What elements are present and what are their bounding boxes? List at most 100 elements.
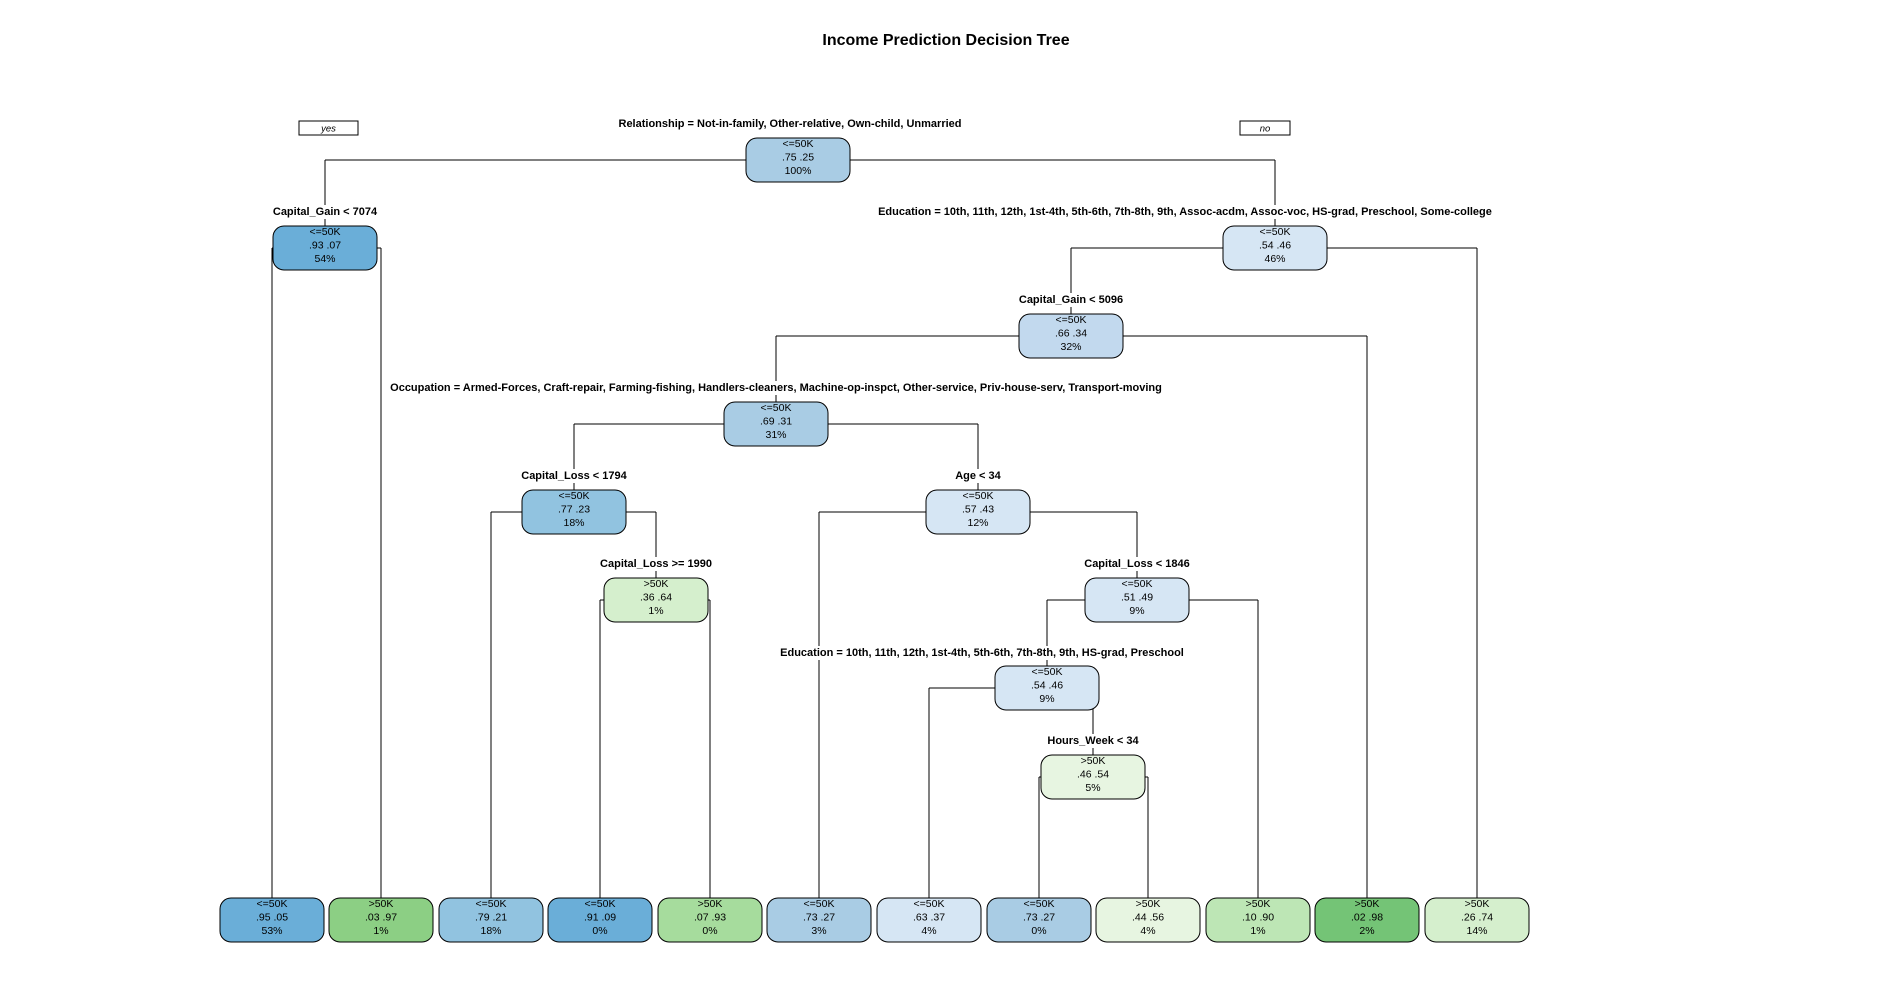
node-n49-probs: .36 .64 bbox=[640, 592, 672, 604]
split-label-backing bbox=[1081, 557, 1193, 571]
node-n12-cls: <=50K bbox=[761, 402, 792, 414]
yes-branch-tag: yes bbox=[298, 120, 359, 136]
node-n24-probs: .77 .23 bbox=[558, 504, 590, 516]
node-n49-cls: >50K bbox=[644, 578, 669, 590]
leaf-node-probs: .73 .27 bbox=[1023, 912, 1055, 924]
node-root-cls: <=50K bbox=[783, 138, 814, 150]
leaf-node-box bbox=[1095, 897, 1201, 943]
leaf-node-box bbox=[1314, 897, 1420, 943]
leaf-node-pct: 2% bbox=[1359, 925, 1374, 937]
node-root-box bbox=[745, 137, 851, 183]
node-n24-cls: <=50K bbox=[559, 490, 590, 502]
leaf-node-box bbox=[1205, 897, 1311, 943]
no-tag-label: no bbox=[1260, 124, 1271, 135]
leaf-node-pct: 4% bbox=[921, 925, 936, 937]
split-label-backing bbox=[597, 557, 715, 571]
node-root-pct: 100% bbox=[785, 165, 812, 177]
node-n25-box bbox=[925, 489, 1031, 535]
node-n49-pct: 1% bbox=[648, 605, 663, 617]
split-labels: Relationship = Not-in-family, Other-rela… bbox=[269, 117, 1495, 748]
node-root-probs: .75 .25 bbox=[782, 152, 814, 164]
node-n51-box bbox=[1084, 577, 1190, 623]
leaf-node-probs: .02 .98 bbox=[1351, 912, 1383, 924]
node-n3-box bbox=[1222, 225, 1328, 271]
split-label-backing bbox=[777, 646, 1187, 660]
leaf-node-pct: 1% bbox=[1250, 925, 1265, 937]
split-label-backing bbox=[875, 205, 1495, 219]
node-n205-box bbox=[1040, 754, 1146, 800]
leaf-node-cls: >50K bbox=[698, 898, 723, 910]
leaf-node-probs: .26 .74 bbox=[1461, 912, 1493, 924]
node-n49-box bbox=[603, 577, 709, 623]
node-n51: <=50K.51 .499% bbox=[1084, 577, 1190, 623]
node-n24-box bbox=[521, 489, 627, 535]
leaf-node-probs: .07 .93 bbox=[694, 912, 726, 924]
split-label: Capital_Gain < 5096 bbox=[1019, 294, 1123, 306]
yes-tag-label: yes bbox=[320, 124, 336, 135]
leaf-node-box bbox=[766, 897, 872, 943]
leaf-node-box bbox=[328, 897, 434, 943]
leaf-node-probs: .10 .90 bbox=[1242, 912, 1274, 924]
node-n102-probs: .54 .46 bbox=[1031, 680, 1063, 692]
leaf-node: <=50K.73 .273% bbox=[766, 897, 872, 943]
leaf-node-probs: .73 .27 bbox=[803, 912, 835, 924]
node-n51-pct: 9% bbox=[1129, 605, 1144, 617]
node-n6-pct: 32% bbox=[1060, 341, 1081, 353]
split-label-backing bbox=[1044, 734, 1143, 748]
leaf-node-probs: .95 .05 bbox=[256, 912, 288, 924]
split-label: Age < 34 bbox=[955, 470, 1001, 482]
node-n205-pct: 5% bbox=[1085, 782, 1100, 794]
node-n205-probs: .46 .54 bbox=[1077, 769, 1109, 781]
node-n51-probs: .51 .49 bbox=[1121, 592, 1153, 604]
leaf-node-box bbox=[219, 897, 325, 943]
split-label-backing bbox=[269, 205, 382, 219]
leaf-node-cls: <=50K bbox=[585, 898, 616, 910]
leaf-node: <=50K.91 .090% bbox=[547, 897, 653, 943]
leaf-node-pct: 18% bbox=[480, 925, 501, 937]
leaf-node: >50K.10 .901% bbox=[1205, 897, 1311, 943]
leaf-node-probs: .79 .21 bbox=[475, 912, 507, 924]
node-n12-box bbox=[723, 401, 829, 447]
node-n3-pct: 46% bbox=[1264, 253, 1285, 265]
leaf-node-cls: <=50K bbox=[1024, 898, 1055, 910]
split-label-backing bbox=[518, 469, 631, 483]
node-n6-box bbox=[1018, 313, 1124, 359]
split-label: Hours_Week < 34 bbox=[1047, 735, 1139, 747]
node-n2-box bbox=[272, 225, 378, 271]
node-n25-probs: .57 .43 bbox=[962, 504, 994, 516]
leaf-node-pct: 4% bbox=[1140, 925, 1155, 937]
tree-edges bbox=[271, 159, 1478, 898]
node-n102: <=50K.54 .469% bbox=[994, 665, 1100, 711]
leaf-node-pct: 0% bbox=[702, 925, 717, 937]
node-n2-pct: 54% bbox=[314, 253, 335, 265]
leaf-node-cls: >50K bbox=[369, 898, 394, 910]
leaf-node-pct: 1% bbox=[373, 925, 388, 937]
leaf-node-pct: 14% bbox=[1466, 925, 1487, 937]
split-label-backing bbox=[952, 469, 1005, 483]
leaf-node: >50K.02 .982% bbox=[1314, 897, 1420, 943]
leaf-node-cls: <=50K bbox=[257, 898, 288, 910]
leaf-node-pct: 3% bbox=[811, 925, 826, 937]
node-n2-cls: <=50K bbox=[310, 226, 341, 238]
split-label: Relationship = Not-in-family, Other-rela… bbox=[619, 118, 962, 130]
leaf-node-cls: >50K bbox=[1136, 898, 1161, 910]
leaf-node-cls: <=50K bbox=[914, 898, 945, 910]
leaf-node: >50K .07 .930% bbox=[657, 897, 763, 943]
split-label: Education = 10th, 11th, 12th, 1st-4th, 5… bbox=[780, 647, 1184, 659]
node-n49: >50K .36 .641% bbox=[603, 577, 709, 623]
split-label: Occupation = Armed-Forces, Craft-repair,… bbox=[390, 382, 1162, 394]
node-n102-cls: <=50K bbox=[1032, 666, 1063, 678]
leaf-node: <=50K.73 .270% bbox=[986, 897, 1092, 943]
leaf-node: >50K.03 .971% bbox=[328, 897, 434, 943]
leaf-node-box bbox=[876, 897, 982, 943]
leaf-node: >50K.44 .564% bbox=[1095, 897, 1201, 943]
node-n205: >50K .46 .545% bbox=[1040, 754, 1146, 800]
node-n205-cls: >50K bbox=[1081, 755, 1106, 767]
